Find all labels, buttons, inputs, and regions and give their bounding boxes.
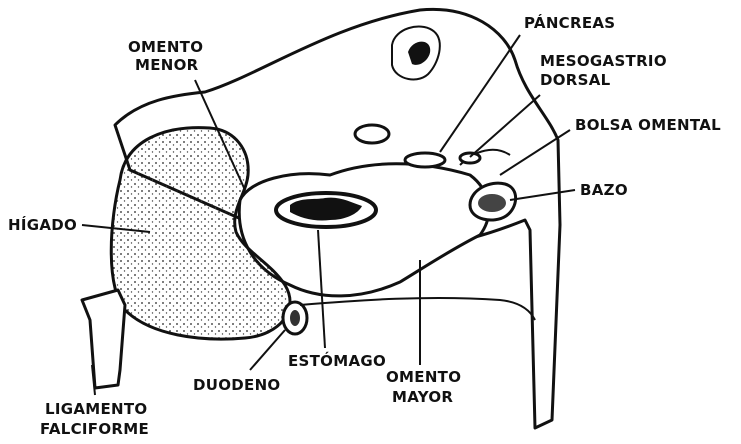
greater-omentum-curve — [300, 298, 535, 320]
label-omento-mayor-line1: OMENTO — [386, 368, 461, 386]
label-mesogastrio-line1: MESOGASTRIO — [540, 52, 667, 70]
label-estomago: ESTÓMAGO — [288, 351, 386, 370]
falciform-ligament — [82, 290, 125, 388]
label-duodeno: DUODENO — [193, 376, 281, 394]
label-higado: HÍGADO — [8, 215, 77, 234]
label-mesogastrio-line2: DORSAL — [540, 71, 611, 89]
spleen-inner — [478, 194, 506, 212]
label-ligamento-line1: LIGAMENTO — [45, 400, 147, 418]
label-bazo: BAZO — [580, 181, 628, 199]
mesogastrium-small — [460, 153, 480, 163]
duodenum-inner — [290, 310, 300, 326]
label-omento-menor-line1: OMENTO — [128, 38, 203, 56]
label-omento-mayor-line2: MAYOR — [392, 388, 453, 406]
label-pancreas: PÁNCREAS — [524, 13, 615, 32]
label-bolsa-omental: BOLSA OMENTAL — [575, 116, 721, 134]
pancreas-small — [405, 153, 445, 167]
label-omento-menor-line2: MENOR — [135, 56, 199, 74]
label-ligamento-line2: FALCIFORME — [40, 420, 149, 438]
vessel-oval — [355, 125, 389, 143]
